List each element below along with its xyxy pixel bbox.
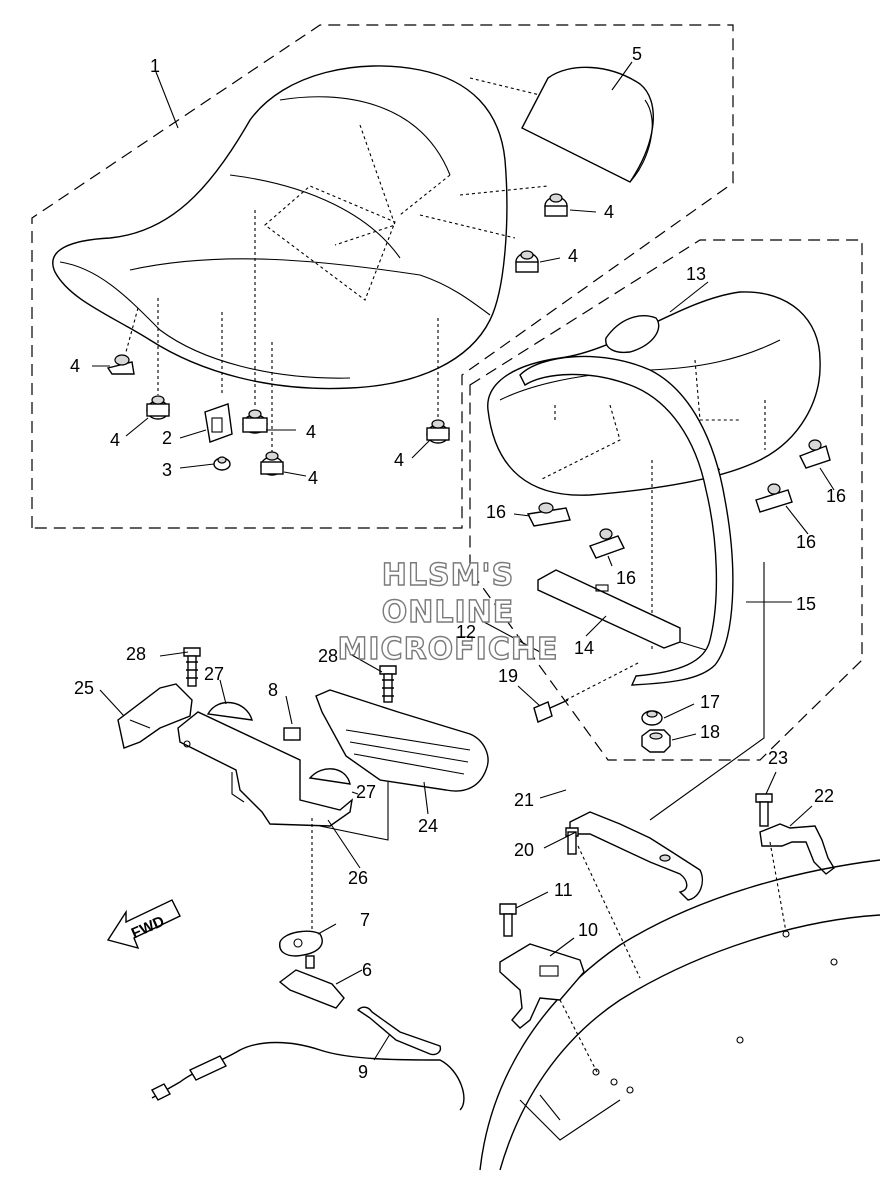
- callout-4-e: 4: [306, 422, 316, 442]
- damper-4-c: [106, 354, 135, 375]
- bolt-11: [499, 903, 517, 937]
- callout-7: 7: [360, 910, 370, 930]
- callout-25: 25: [74, 678, 94, 698]
- nut-18: [641, 729, 671, 753]
- callout-2: 2: [162, 428, 172, 448]
- damper-4-f: [260, 451, 284, 476]
- watermark: HLSM'S ONLINE MICROFICHE: [337, 557, 559, 667]
- leader-lines: [92, 61, 835, 1061]
- rider-seat: [52, 65, 549, 452]
- watermark-line-1: HLSM'S: [382, 558, 514, 593]
- damper-4-e: [242, 409, 268, 434]
- collar-17: [641, 710, 663, 726]
- damper-16-a: [526, 502, 571, 527]
- callout-16-b: 16: [616, 568, 636, 588]
- callout-6: 6: [362, 960, 372, 980]
- bracket-2: [204, 403, 233, 443]
- callout-12: 12: [456, 622, 476, 642]
- callout-4-c: 4: [70, 356, 80, 376]
- bracket-25: [117, 683, 193, 749]
- seat-pad-5: [469, 66, 654, 183]
- pad-27-b: [308, 768, 351, 785]
- damper-4-g: [426, 419, 450, 444]
- plate-8-assembly: [177, 711, 354, 827]
- grab-bar-15: [519, 355, 734, 686]
- footrest-cover-24: [315, 689, 489, 792]
- callout-9: 9: [358, 1062, 368, 1082]
- rider-seat-group-box: [31, 24, 734, 529]
- callout-17: 17: [700, 692, 720, 712]
- bracket-6: [278, 955, 345, 1009]
- callout-4-b: 4: [568, 246, 578, 266]
- callout-16-a: 16: [486, 502, 506, 522]
- callout-4-g: 4: [394, 450, 404, 470]
- damper-4-a: [544, 193, 568, 217]
- callout-23: 23: [768, 748, 788, 768]
- damper-16-d: [799, 439, 831, 469]
- bolt-28-b: [379, 665, 397, 703]
- damper-4-d: [146, 395, 170, 420]
- callout-13: 13: [686, 264, 706, 284]
- callout-4-a: 4: [604, 202, 614, 222]
- nut-3: [213, 456, 231, 471]
- watermark-line-3: MICROFICHE: [338, 632, 559, 667]
- pad-27-a: [206, 701, 253, 721]
- rear-fender: [479, 859, 881, 1171]
- callout-24: 24: [418, 816, 438, 836]
- callout-3: 3: [162, 460, 172, 480]
- passenger-seat: [487, 291, 821, 650]
- latch-10: [499, 943, 599, 1075]
- callout-11: 11: [554, 880, 573, 900]
- callout-18: 18: [700, 722, 720, 742]
- callout-19: 19: [498, 666, 518, 686]
- trim-13: [605, 315, 660, 354]
- callout-20: 20: [514, 840, 534, 860]
- damper-16-b: [589, 528, 625, 559]
- cable-9: [151, 1006, 465, 1111]
- fwd-arrow-icon: FWD: [106, 899, 181, 950]
- callout-16-c: 16: [796, 532, 816, 552]
- bolt-28-a: [183, 647, 201, 687]
- bracket-22: [759, 823, 835, 875]
- watermark-line-2: ONLINE: [382, 595, 515, 630]
- bolt-19: [533, 661, 641, 723]
- callout-4-d: 4: [110, 430, 120, 450]
- callout-22: 22: [814, 786, 834, 806]
- callouts: 1 2 3 4 4 4 4 4 4 4 5 6 7 8 9 10 11 12 1…: [70, 44, 846, 1082]
- callout-16-d: 16: [826, 486, 846, 506]
- bracket-20: [569, 811, 704, 901]
- callout-5: 5: [632, 44, 642, 64]
- callout-27-b: 27: [356, 782, 376, 802]
- callout-28-a: 28: [126, 644, 146, 664]
- callout-14: 14: [574, 638, 594, 658]
- callout-26: 26: [348, 868, 368, 888]
- callout-1: 1: [150, 56, 160, 76]
- plate-7: [279, 818, 323, 957]
- bracket-14: [537, 569, 681, 649]
- callout-15: 15: [796, 594, 816, 614]
- callout-28-b: 28: [318, 646, 338, 666]
- callout-27-a: 27: [204, 664, 224, 684]
- bolt-21: [565, 827, 641, 979]
- callout-4-f: 4: [308, 468, 318, 488]
- damper-16-c: [755, 483, 793, 513]
- callout-21: 21: [514, 790, 534, 810]
- damper-4-b: [515, 250, 539, 273]
- callout-8: 8: [268, 680, 278, 700]
- callout-10: 10: [578, 920, 598, 940]
- bolt-23: [755, 793, 787, 933]
